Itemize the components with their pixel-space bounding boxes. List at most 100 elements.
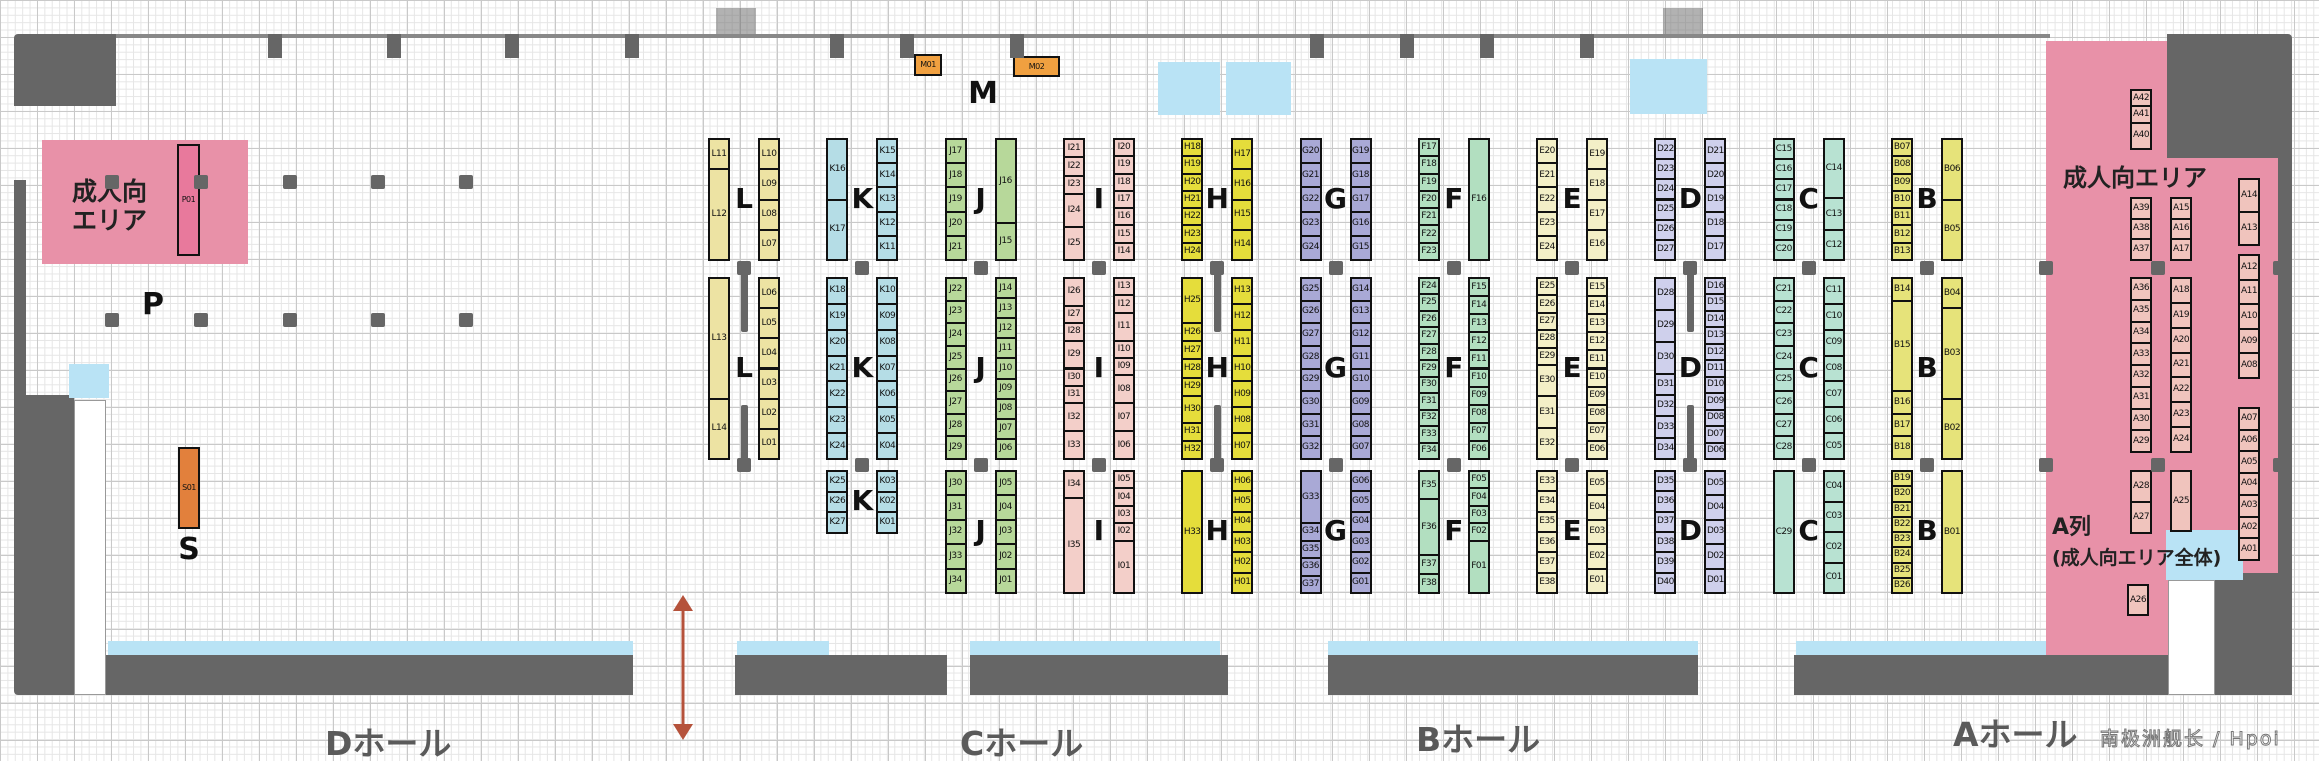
booth-h24: H24 [1181,241,1204,261]
row-label-i: I [1093,181,1105,215]
pillar [973,261,988,275]
booth-l07: L07 [758,228,780,261]
water-strip-c1 [737,641,829,655]
booth-e11: E11 [1586,349,1609,370]
pillar [1446,261,1461,275]
booth-i26: I26 [1062,277,1085,307]
booth-h31: H31 [1181,421,1204,442]
booth-d01: D01 [1704,567,1727,594]
booth-c23: C23 [1772,322,1795,347]
booth-e25: E25 [1536,277,1559,297]
pillar [283,313,297,327]
booth-k16: K16 [826,138,849,201]
row-label-h: H [1205,350,1229,384]
booth-a14: A14 [2238,178,2260,213]
booth-l09: L09 [758,168,780,201]
pillar [855,458,870,472]
booth-g17: G17 [1349,186,1372,213]
booth-e35: E35 [1536,510,1559,533]
booth-g16: G16 [1349,210,1372,237]
booth-j17: J17 [944,138,967,165]
booth-b18: B18 [1891,435,1913,460]
adult-area-a-label: 成人向エリア [2063,164,2207,192]
booth-e30: E30 [1536,364,1559,398]
row-label-k: K [851,181,874,215]
booth-g02: G02 [1349,551,1372,574]
booth-e33: E33 [1536,470,1559,493]
booth-i15: I15 [1112,224,1135,244]
booth-a15: A15 [2170,197,2192,220]
booth-i08: I08 [1112,374,1135,405]
booth-a05: A05 [2238,450,2260,475]
booth-g28: G28 [1299,344,1322,370]
booth-d34: D34 [1654,436,1677,460]
booth-l11: L11 [708,138,730,171]
booth-j08: J08 [994,397,1017,420]
booth-h11: H11 [1231,328,1254,357]
booth-g15: G15 [1349,234,1372,261]
passage [1687,405,1695,465]
bottom-wall-b [1328,655,1698,695]
row-label-h: H [1205,514,1229,547]
wall-stub [505,34,519,58]
booth-k06: K06 [876,380,899,409]
row-label-i: I [1093,514,1105,547]
pillar [459,313,473,327]
booth-a28: A28 [2130,470,2152,503]
booth-d39: D39 [1654,551,1677,574]
booth-g10: G10 [1349,367,1372,393]
pillar [1920,458,1934,472]
booth-a08: A08 [2238,352,2260,379]
booth-h25: H25 [1181,277,1204,325]
pillar [2151,458,2165,472]
booth-f23: F23 [1417,241,1440,261]
stair-top-1 [716,8,756,34]
booth-d04: D04 [1704,494,1727,521]
booth-e10: E10 [1586,367,1609,388]
water-area-top-3 [1630,59,1707,114]
booth-a09: A09 [2238,327,2260,355]
booth-a36: A36 [2130,277,2152,301]
booth-k17: K17 [826,198,849,261]
booth-e02: E02 [1586,543,1609,570]
booth-h30: H30 [1181,394,1204,424]
booth-h33: H33 [1181,470,1204,594]
adult-area-p-line2: エリア [72,205,148,235]
booth-c20: C20 [1772,238,1795,261]
right-wall [2278,158,2292,658]
booth-f37: F37 [1417,554,1440,576]
booth-d38: D38 [1654,531,1677,554]
booth-e37: E37 [1536,551,1559,574]
passage [1687,272,1695,332]
booth-f16: F16 [1467,138,1490,261]
booth-h10: H10 [1231,354,1254,383]
pillar [1920,261,1934,275]
pillar [1565,458,1580,472]
booth-g24: G24 [1299,234,1322,261]
booth-b17: B17 [1891,412,1913,438]
row-label-k: K [851,484,874,517]
booth-l03: L03 [758,367,780,400]
pillar [194,313,208,327]
booth-b16: B16 [1891,390,1913,415]
booth-e05: E05 [1586,470,1609,497]
row-label-f: F [1444,350,1464,384]
booth-g05: G05 [1349,490,1372,513]
booth-g33: G33 [1299,470,1322,525]
booth-h17: H17 [1231,138,1254,171]
stairwell-sw [74,400,106,695]
wall-stub [830,34,844,58]
booth-h16: H16 [1231,168,1254,201]
booth-g18: G18 [1349,162,1372,189]
booth-a13: A13 [2238,211,2260,246]
pillar [371,175,385,189]
booth-c11: C11 [1822,277,1845,305]
booth-j05: J05 [994,470,1017,497]
booth-i34: I34 [1062,470,1085,500]
booth-k19: K19 [826,302,849,331]
booth-e23: E23 [1536,210,1559,237]
booth-i01: I01 [1112,539,1135,594]
pillar [1328,261,1343,275]
booth-d25: D25 [1654,198,1677,221]
pillar [371,313,385,327]
